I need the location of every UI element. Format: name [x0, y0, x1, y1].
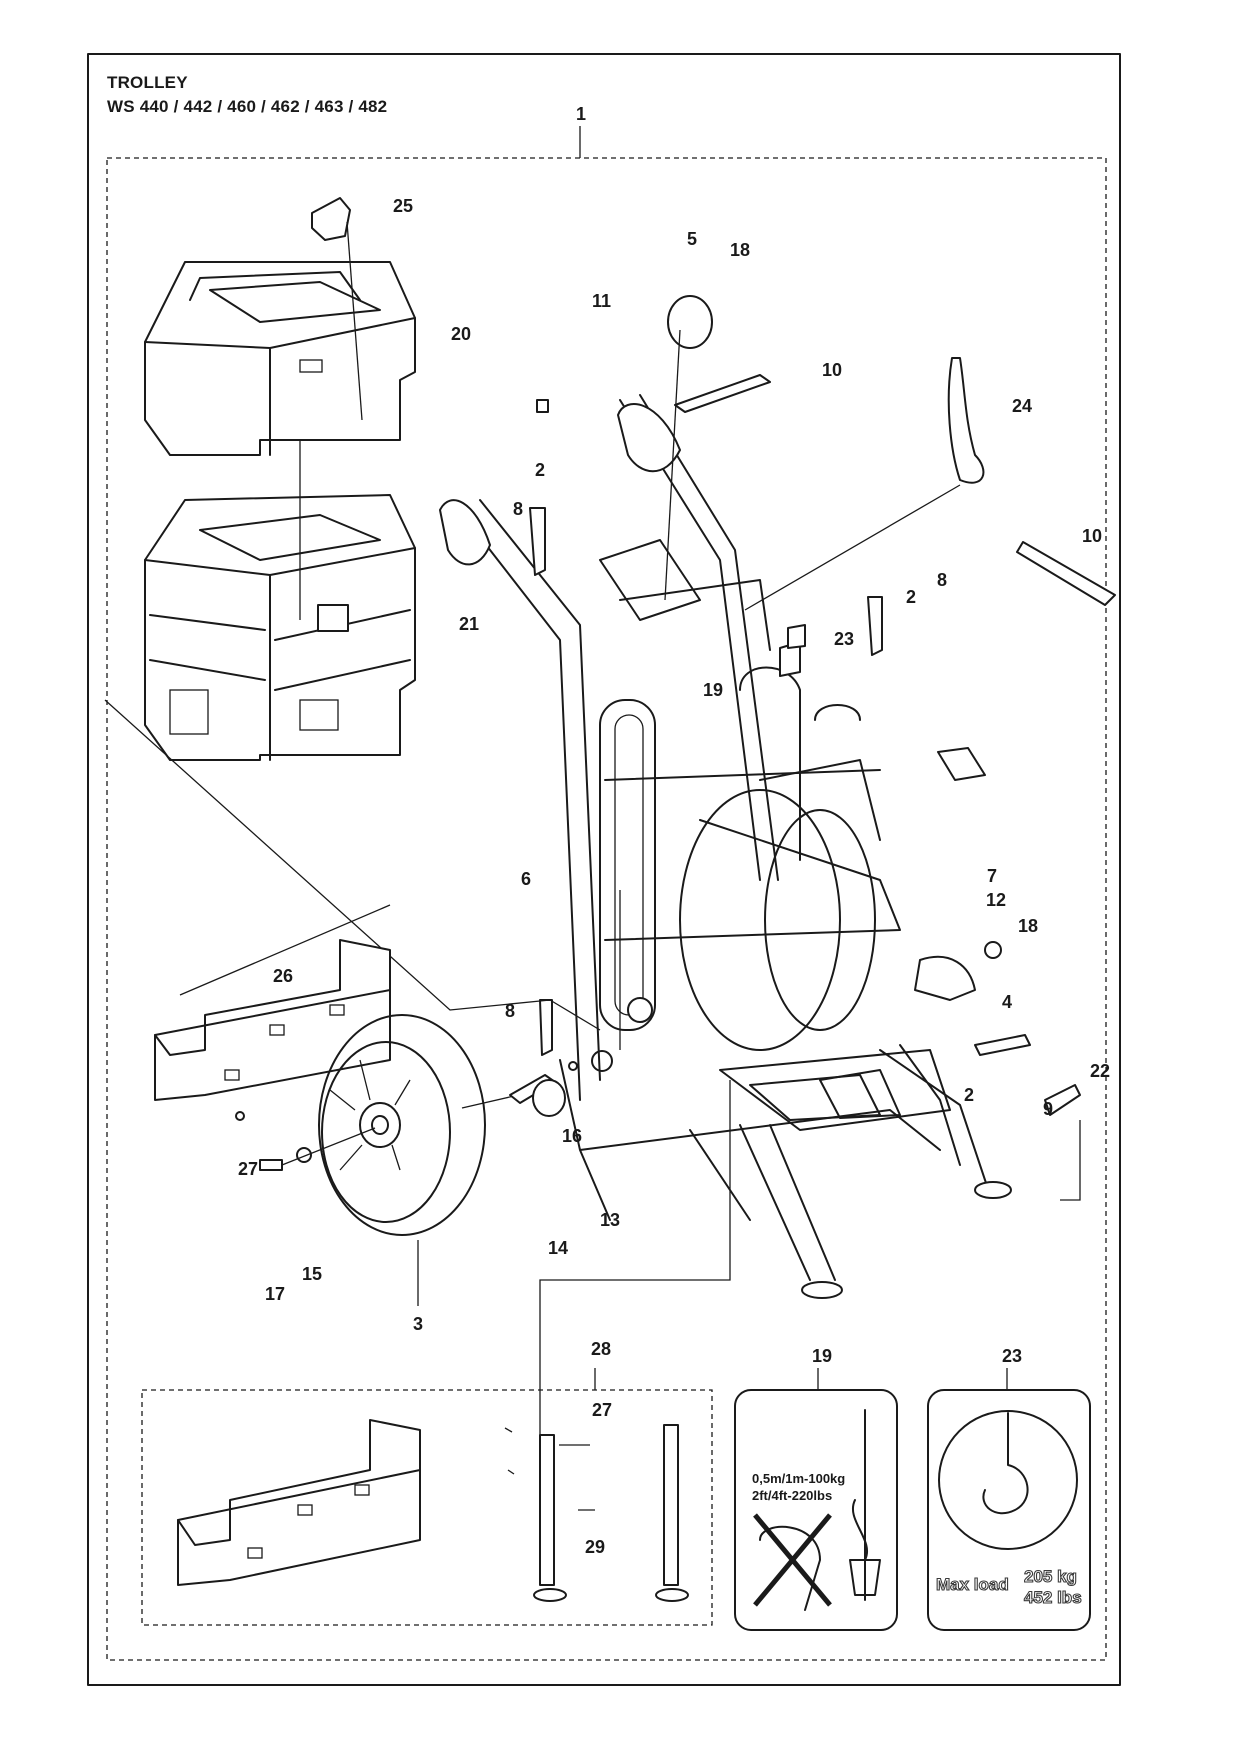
decal-19-line-2: 2ft/4ft-220lbs: [752, 1488, 832, 1503]
knob-14: [532, 1079, 566, 1117]
part-label-p10a: 10: [822, 360, 842, 380]
washer-15: [296, 1147, 312, 1163]
washer-13: [591, 1050, 613, 1072]
max-load-lbs: 452 lbs: [1024, 1588, 1082, 1607]
part-label-p8a: 8: [513, 499, 523, 519]
latch-25: [311, 197, 351, 241]
strap-10b: [1016, 541, 1116, 606]
part-label-p20: 20: [451, 324, 471, 344]
part-label-p4: 4: [1002, 992, 1012, 1012]
screw-16: [568, 1061, 578, 1071]
kit-28-legs: [504, 1424, 689, 1602]
part-label-p8b: 8: [937, 570, 947, 590]
handle-24: [947, 357, 985, 484]
part-label-p19b: 19: [812, 1346, 832, 1366]
plug-11: [536, 399, 549, 413]
leader-axle-bolt: [281, 1127, 376, 1166]
part-label-p2a: 2: [535, 460, 545, 480]
toolbox-base-21: [144, 494, 416, 761]
part-label-p12: 12: [986, 890, 1006, 910]
crane-hook-icon: [982, 1412, 1029, 1515]
outer-frame: [87, 53, 1121, 1686]
max-load-label: Max load: [936, 1575, 1009, 1594]
part-label-p23b: 23: [1002, 1346, 1022, 1366]
title-line-1: TROLLEY: [107, 73, 188, 92]
part-label-p14: 14: [548, 1238, 568, 1258]
part-label-p26: 26: [273, 966, 293, 986]
part-label-p9: 9: [1043, 1099, 1053, 1119]
part-label-p28: 28: [591, 1339, 611, 1359]
bracket-2c: [539, 999, 553, 1056]
assembly-boundary: [106, 157, 1107, 1661]
washer-12: [984, 941, 1002, 959]
strap-10a: [674, 374, 771, 413]
leader-24: [744, 484, 961, 611]
toolbox-lid-20: [144, 261, 416, 456]
part-label-p5: 5: [687, 229, 697, 249]
foot-22: [1044, 1084, 1081, 1116]
part-label-p22: 22: [1090, 1061, 1110, 1081]
decal-23-small: [787, 624, 806, 649]
wheel-3: [318, 1014, 486, 1236]
hub-part: [627, 997, 653, 1023]
part-label-p13: 13: [600, 1210, 620, 1230]
part-label-p10b: 10: [1082, 526, 1102, 546]
leader-25: [346, 221, 363, 421]
bracket-2d: [974, 1034, 1031, 1056]
bracket-7: [937, 747, 986, 781]
part-label-p1: 1: [576, 104, 586, 124]
part-label-p27b: 27: [592, 1400, 612, 1420]
screw-27a: [235, 1111, 245, 1121]
bolt-17: [259, 1159, 283, 1171]
decal-19-panel: [734, 1389, 898, 1631]
part-label-p27a: 27: [238, 1159, 258, 1179]
shelf-26: [154, 939, 391, 1101]
part-label-p16: 16: [562, 1126, 582, 1146]
part-label-p18a: 18: [730, 240, 750, 260]
leader-5: [664, 329, 681, 601]
title-line-2: WS 440 / 442 / 460 / 462 / 463 / 482: [107, 97, 388, 116]
cap-5: [667, 295, 713, 349]
kit-28-shelf: [177, 1419, 421, 1586]
part-label-p7: 7: [987, 866, 997, 886]
part-label-p8c: 8: [505, 1001, 515, 1021]
part-label-p6: 6: [521, 869, 531, 889]
lifting-strap-icon: [849, 1409, 881, 1601]
bracket-2b: [867, 596, 883, 656]
part-label-p21: 21: [459, 614, 479, 634]
part-label-p19a: 19: [703, 680, 723, 700]
part-label-p3: 3: [413, 1314, 423, 1334]
hook-circle: [938, 1410, 1078, 1550]
trolley-frame: [439, 394, 1012, 1299]
max-load-kg: 205 kg: [1024, 1567, 1077, 1586]
part-label-p29: 29: [585, 1537, 605, 1557]
decal-19-line-1: 0,5m/1m-100kg: [752, 1471, 845, 1486]
bracket-4: [914, 955, 976, 1001]
hand-icon: [759, 1526, 821, 1611]
part-label-p17: 17: [265, 1284, 285, 1304]
cross-icon-b: [753, 1513, 832, 1607]
part-label-p23a: 23: [834, 629, 854, 649]
part-label-p18b: 18: [1018, 916, 1038, 936]
part-label-p24: 24: [1012, 396, 1032, 416]
decal-23-panel: [927, 1389, 1091, 1631]
bracket-2a: [529, 507, 546, 576]
part-label-p2c: 2: [964, 1085, 974, 1105]
part-label-p11: 11: [592, 291, 611, 311]
part-label-p25: 25: [393, 196, 413, 216]
part-label-p15: 15: [302, 1264, 322, 1284]
kit-28-box: [141, 1389, 713, 1626]
part-label-p2b: 2: [906, 587, 916, 607]
